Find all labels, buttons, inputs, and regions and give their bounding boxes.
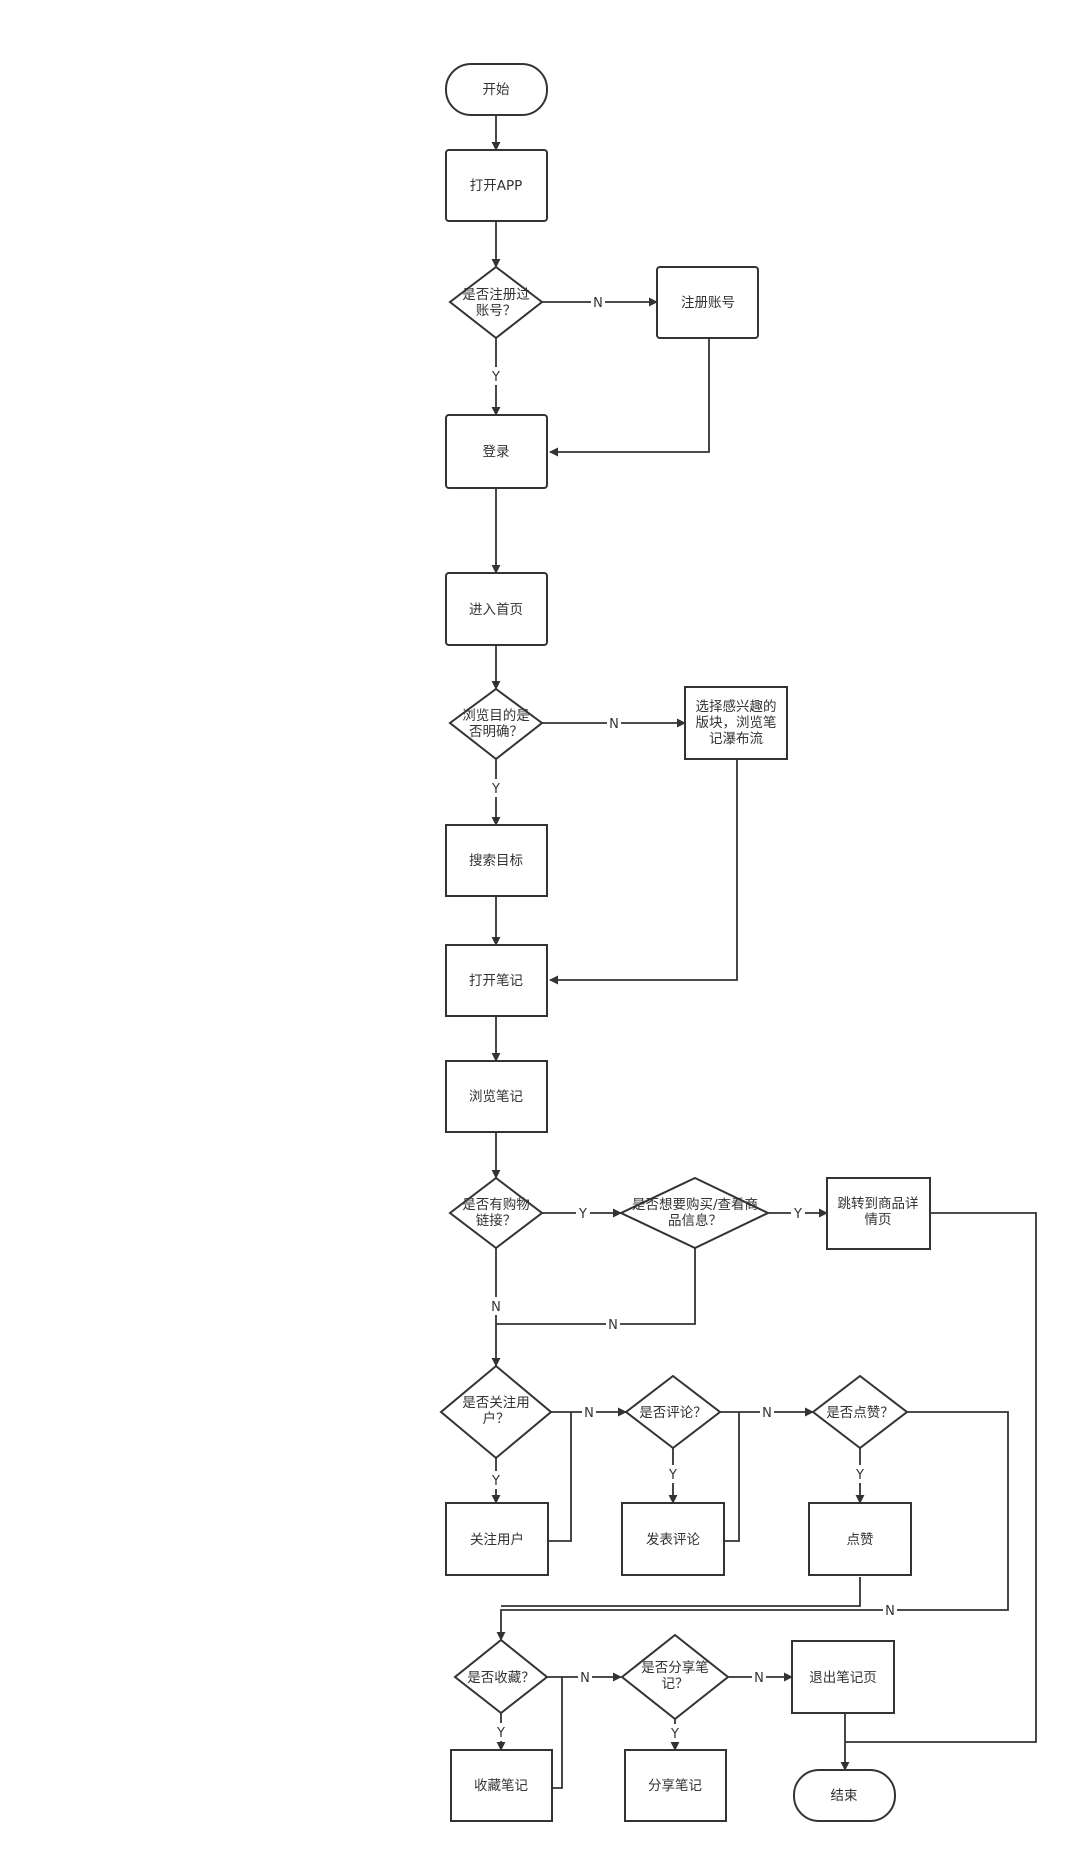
node-login: 登录 (445, 414, 548, 489)
node-purpose-decision: 浏览目的是 否明确？ (448, 687, 544, 761)
label-like-no: N (885, 1604, 895, 1619)
edge-choose-opennote (549, 759, 738, 985)
node-search: 搜索目标 (445, 824, 548, 897)
node-registered-text-2: 账号？ (476, 303, 517, 319)
node-purpose-text-1: 浏览目的是 (462, 708, 530, 724)
label-buy-yes: Y (793, 1207, 802, 1222)
edge-like-fav (496, 1411, 1009, 1641)
label-follow-yes: Y (491, 1474, 500, 1489)
node-register: 注册账号 (656, 266, 759, 339)
label-comment-yes: Y (668, 1468, 677, 1483)
edge-register-login (549, 338, 710, 457)
node-open-note: 打开笔记 (445, 944, 548, 1017)
node-comment-text: 是否评论？ (639, 1405, 707, 1421)
node-fav-q-text: 是否收藏？ (467, 1670, 535, 1686)
edge-postcomment-like (724, 1412, 740, 1542)
node-fav-decision: 是否收藏？ (453, 1638, 549, 1715)
node-product-text-1: 跳转到商品详 (838, 1196, 919, 1212)
node-like-decision: 是否点赞？ (811, 1374, 909, 1450)
node-choose-text-3: 记瀑布流 (709, 731, 763, 747)
node-open-note-text: 打开笔记 (469, 972, 523, 989)
node-link-decision: 是否有购物 链接？ (448, 1176, 544, 1250)
node-start-text: 开始 (483, 82, 510, 98)
edge-favbox-share (551, 1677, 563, 1789)
label-registered-yes: Y (491, 370, 500, 385)
node-exit: 退出笔记页 (791, 1640, 895, 1714)
node-follow-decision: 是否关注用 户？ (439, 1364, 553, 1460)
node-like: 点赞 (808, 1502, 912, 1576)
node-end-text: 结束 (831, 1788, 859, 1804)
edge-likebox-fav (501, 1577, 861, 1607)
node-follow-text-1: 是否关注用 (462, 1395, 530, 1411)
label-share-yes: Y (670, 1727, 679, 1742)
label-comment-no: N (762, 1406, 772, 1421)
node-follow-user-text: 关注用户 (470, 1531, 524, 1548)
node-buy-text-2: 品信息？ (668, 1212, 722, 1229)
node-buy-decision: 是否想要购买/查看商 品信息？ (618, 1176, 771, 1250)
node-start: 开始 (445, 63, 548, 116)
node-fav-text: 收藏笔记 (474, 1778, 528, 1794)
node-choose-text-1: 选择感兴趣的 (696, 698, 777, 715)
label-fav-no: N (580, 1671, 590, 1686)
node-login-text: 登录 (483, 444, 510, 460)
node-end: 结束 (793, 1769, 896, 1822)
node-home-text: 进入首页 (469, 602, 523, 618)
node-fav: 收藏笔记 (450, 1749, 553, 1822)
node-share-q-text-1: 是否分享笔 (641, 1659, 709, 1676)
label-like-yes: Y (855, 1468, 864, 1483)
label-follow-no: N (584, 1406, 594, 1421)
node-browse-note: 浏览笔记 (445, 1060, 548, 1133)
node-product-text-2: 情页 (865, 1212, 892, 1228)
node-share-text: 分享笔记 (648, 1777, 702, 1794)
node-follow-user: 关注用户 (445, 1502, 549, 1576)
edge-labels: N Y N Y Y Y N N N Y N Y Y N N Y N Y (489, 293, 897, 1742)
node-browse-note-text: 浏览笔记 (469, 1089, 523, 1105)
label-share-no: N (754, 1671, 764, 1686)
node-choose-section: 选择感兴趣的 版块，浏览笔 记瀑布流 (684, 686, 788, 760)
node-link-text-1: 是否有购物 (462, 1197, 530, 1213)
node-registered-text-1: 是否注册过 (462, 287, 530, 303)
edge-followuser-comment (548, 1412, 572, 1542)
node-register-text: 注册账号 (681, 295, 735, 311)
node-open-app: 打开APP (445, 149, 548, 222)
node-purpose-text-2: 否明确？ (469, 724, 523, 740)
node-comment-decision: 是否评论？ (624, 1374, 722, 1450)
node-follow-text-2: 户？ (483, 1410, 510, 1427)
node-product-page: 跳转到商品详 情页 (826, 1177, 931, 1250)
node-registered-decision: 是否注册过 账号？ (448, 265, 544, 340)
node-open-app-text: 打开APP (470, 177, 523, 194)
node-like-q-text: 是否点赞？ (826, 1405, 894, 1421)
node-buy-text-1: 是否想要购买/查看商 (632, 1197, 758, 1213)
label-buy-no: N (608, 1318, 618, 1333)
node-share-decision: 是否分享笔 记？ (620, 1633, 730, 1721)
node-share-q-text-2: 记？ (662, 1676, 689, 1692)
label-purpose-no: N (609, 717, 619, 732)
node-post-comment: 发表评论 (621, 1502, 725, 1576)
label-registered-no: N (593, 296, 603, 311)
edges (491, 115, 1037, 1789)
label-fav-yes: Y (496, 1726, 505, 1741)
node-choose-text-2: 版块，浏览笔 (696, 715, 777, 731)
edge-product-end (845, 1212, 1037, 1743)
node-exit-text: 退出笔记页 (809, 1670, 877, 1686)
node-search-text: 搜索目标 (469, 853, 523, 869)
node-link-text-2: 链接？ (476, 1212, 517, 1229)
label-link-yes: Y (578, 1207, 587, 1222)
node-post-comment-text: 发表评论 (646, 1532, 700, 1548)
node-like-text: 点赞 (847, 1532, 874, 1548)
node-home: 进入首页 (445, 572, 548, 646)
label-purpose-yes: Y (491, 782, 500, 797)
edge-buy-follow (496, 1248, 696, 1325)
node-share: 分享笔记 (624, 1749, 727, 1822)
label-link-no: N (491, 1300, 501, 1315)
